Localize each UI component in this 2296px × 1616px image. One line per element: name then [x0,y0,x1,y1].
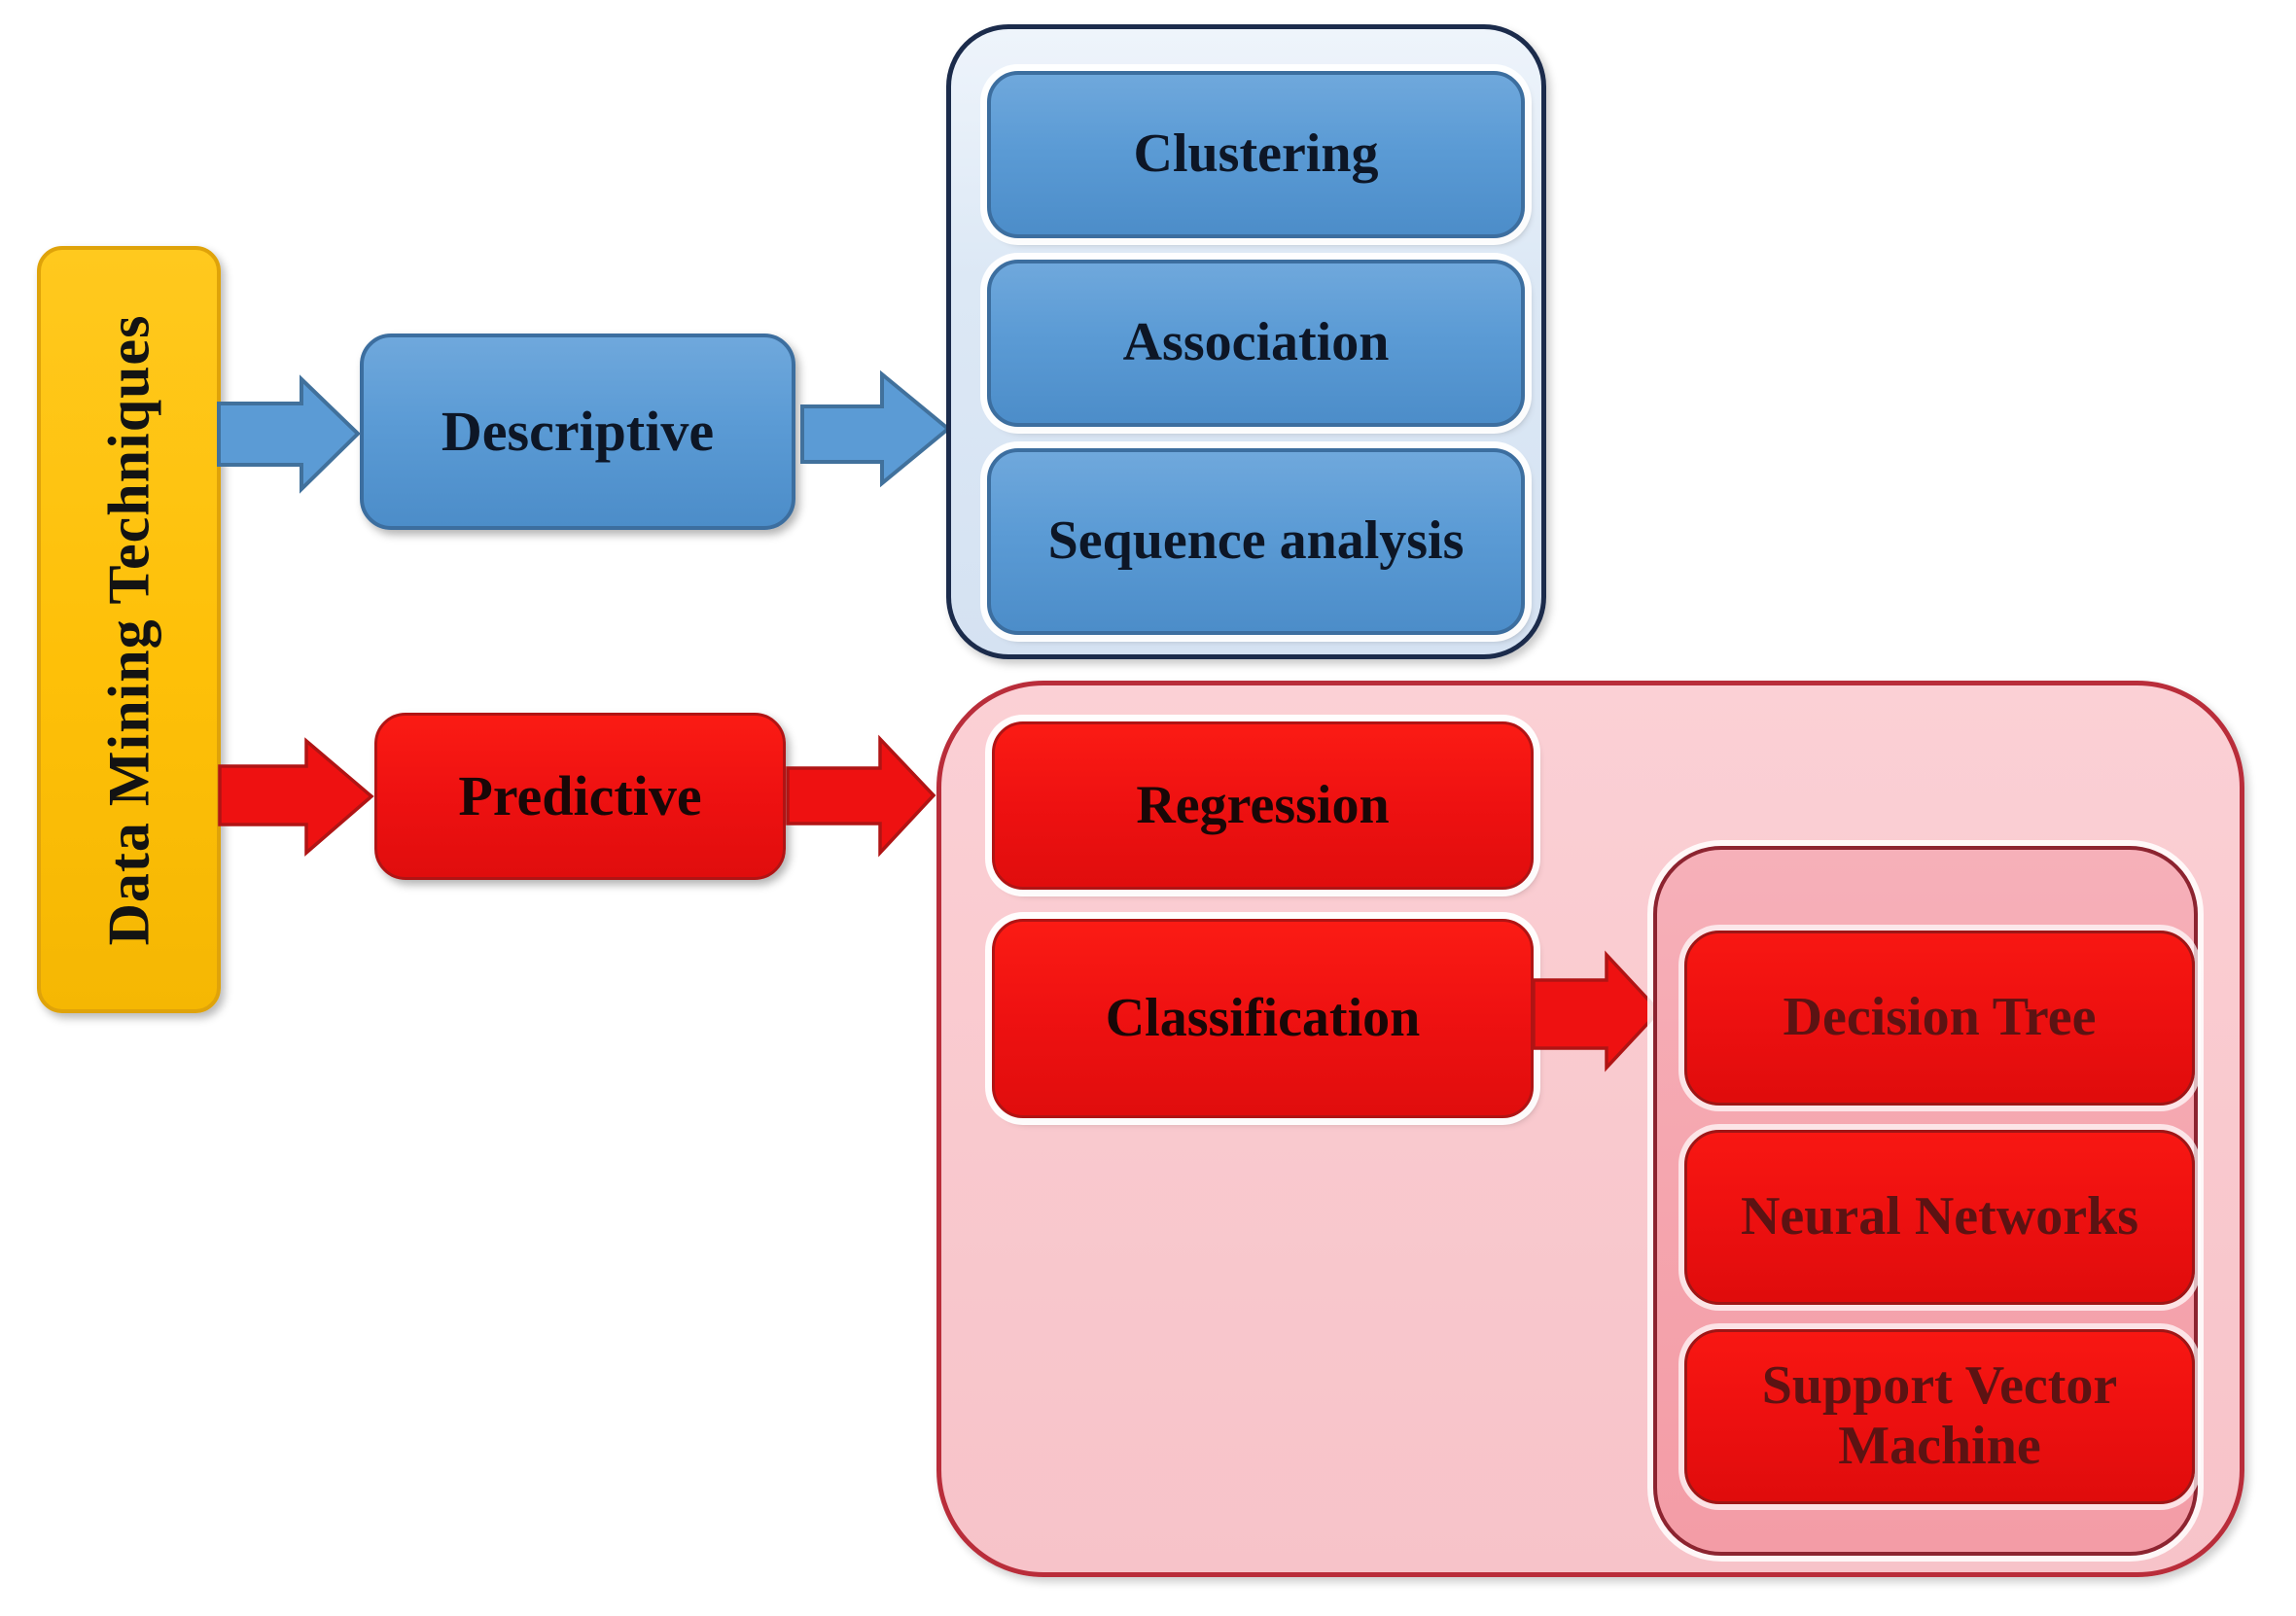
node-regression: Regression [992,721,1534,890]
arrow-root-to-predictive-icon [218,737,374,857]
node-classification: Classification [992,919,1534,1118]
node-predictive-label: Predictive [458,764,702,828]
arrow-descriptive-to-children-icon [800,369,952,488]
node-classification-label: Classification [1105,987,1421,1048]
descriptive-children-container: Clustering Association Sequence analysis [946,24,1546,659]
node-neural-networks: Neural Networks [1684,1130,2195,1305]
node-association-label: Association [1122,312,1390,373]
node-support-vector-machine-label: Support Vector Machine [1761,1355,2118,1476]
node-predictive: Predictive [374,713,786,880]
node-clustering-label: Clustering [1133,123,1379,185]
node-sequence-analysis: Sequence analysis [987,448,1525,635]
node-data-mining-techniques-label: Data Mining Techniques [96,314,161,945]
arrow-classification-to-children-icon [1532,950,1662,1072]
node-association: Association [987,260,1525,427]
arrow-predictive-to-children-icon [786,734,936,858]
node-regression-label: Regression [1136,774,1390,835]
node-neural-networks-label: Neural Networks [1740,1186,2139,1247]
node-descriptive: Descriptive [360,334,795,530]
node-clustering: Clustering [987,71,1525,238]
node-decision-tree-label: Decision Tree [1783,987,2097,1048]
predictive-children-container: Regression Classification Decision Tree … [936,681,2244,1577]
classification-children-container: Decision Tree Neural Networks Support Ve… [1653,846,2198,1556]
node-descriptive-label: Descriptive [441,400,715,464]
arrow-root-to-descriptive-icon [217,374,361,494]
node-data-mining-techniques: Data Mining Techniques [37,246,221,1013]
node-support-vector-machine: Support Vector Machine [1684,1329,2195,1504]
node-decision-tree: Decision Tree [1684,931,2195,1106]
node-sequence-analysis-label: Sequence analysis [1047,510,1465,572]
